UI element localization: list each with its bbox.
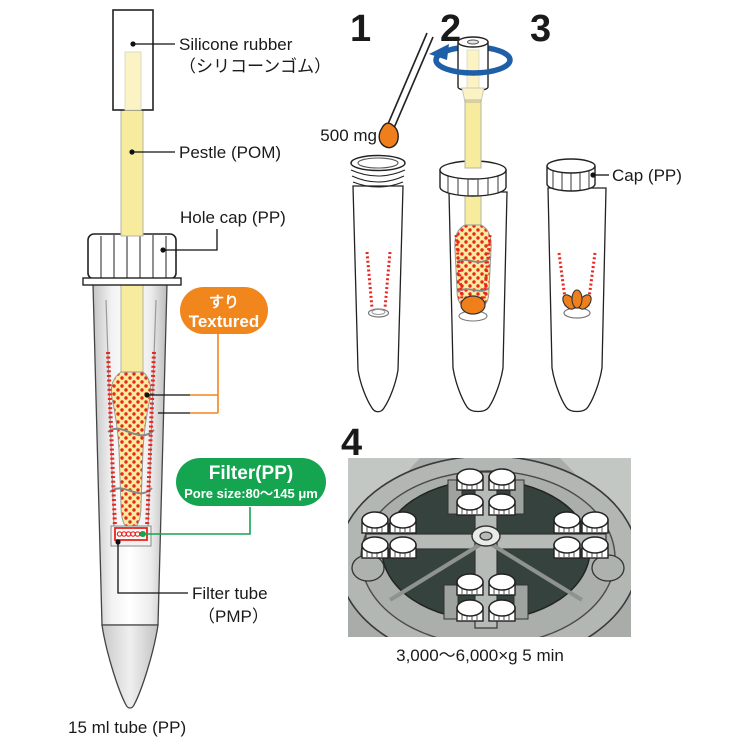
filter-tube-label-1: Filter tube bbox=[192, 584, 268, 603]
silicone-rubber-label: Silicone rubber bbox=[179, 35, 293, 54]
sample-blob bbox=[378, 122, 399, 149]
label-hole-cap: Hole cap (PP) bbox=[160, 208, 286, 253]
step2-pestle-in-silicone bbox=[466, 49, 480, 89]
step-2-number: 2 bbox=[440, 8, 461, 50]
step-3-number: 3 bbox=[530, 8, 551, 50]
filter-badge-title: Filter(PP) bbox=[209, 463, 293, 484]
pestle-shaft-upper bbox=[120, 107, 144, 237]
step2-filter-edge-right bbox=[482, 234, 492, 301]
step-4-number: 4 bbox=[341, 422, 362, 464]
step2-seam-2 bbox=[457, 287, 490, 293]
cap-label: Cap (PP) bbox=[612, 166, 682, 185]
step2-hole-cap-ribs bbox=[447, 174, 499, 196]
thread-3 bbox=[352, 181, 404, 188]
main-assembly: Silicone rubber （シリコーンゴム） Pestle (POM) H… bbox=[68, 9, 331, 737]
photo-corner-tl bbox=[348, 458, 420, 560]
label-silicone-rubber: Silicone rubber （シリコーンゴム） bbox=[130, 35, 331, 76]
pipette-line-2 bbox=[393, 36, 434, 129]
label-pestle: Pestle (POM) bbox=[129, 143, 281, 162]
texture-edge-right bbox=[145, 351, 156, 529]
step-1: 1 500 mg bbox=[320, 8, 434, 413]
label-cap: Cap (PP) bbox=[590, 166, 682, 185]
tube-label: 15 ml tube (PP) bbox=[68, 718, 186, 737]
filter-badge-pill bbox=[176, 458, 326, 506]
step2-filter-edge-left bbox=[454, 234, 464, 301]
thread-2 bbox=[351, 175, 405, 183]
textured-badge-pill bbox=[180, 287, 268, 334]
step3-sample-pellet bbox=[562, 289, 592, 310]
rotation-arrow-head bbox=[429, 44, 449, 60]
step3-cap-ribs bbox=[552, 171, 590, 191]
tube-cone bbox=[101, 624, 159, 709]
pestle-label: Pestle (POM) bbox=[179, 143, 281, 162]
textured-badge-jp: すり bbox=[209, 294, 239, 311]
step3-filter-bottom bbox=[563, 307, 591, 319]
step1-filter-bottom bbox=[367, 308, 390, 318]
rotor-knob-right bbox=[591, 554, 625, 582]
sample-amount-label: 500 mg bbox=[320, 126, 377, 145]
photo-corner-tr bbox=[560, 458, 631, 560]
texture-edge-left bbox=[106, 351, 117, 529]
step-2: 2 bbox=[429, 8, 513, 413]
hole-cap-flange bbox=[82, 277, 182, 286]
step1-filter-edge-left bbox=[365, 251, 374, 309]
rotor-knob-left bbox=[351, 554, 385, 582]
filter-tube-label-2: （PMP） bbox=[198, 607, 269, 626]
step-3: 3 Cap (PP) bbox=[530, 8, 682, 413]
step1-tube-body bbox=[352, 185, 404, 413]
centrifuge-caption: 3,000〜6,000×g 5 min bbox=[396, 646, 564, 665]
filter-tube-seam-1 bbox=[107, 427, 155, 437]
step-1-number: 1 bbox=[350, 8, 371, 50]
step3-cap-top bbox=[546, 158, 596, 174]
step2-pestle-shaft-upper bbox=[464, 101, 482, 169]
step2-sample bbox=[460, 295, 486, 315]
step1-filter-edge-right bbox=[383, 251, 392, 309]
rotation-arrow-front bbox=[433, 59, 513, 76]
pipette-line-1 bbox=[387, 32, 428, 125]
tube-cluster-south bbox=[443, 573, 529, 622]
filter-badge-subtitle: Pore size:80〜145 μm bbox=[184, 486, 318, 501]
thread-1 bbox=[350, 169, 406, 177]
centrifuge-photo bbox=[348, 458, 631, 637]
tube-cluster-north bbox=[447, 468, 525, 516]
step2-seam-1 bbox=[456, 257, 491, 263]
hole-cap-ribs bbox=[100, 235, 167, 278]
label-filter-tube: Filter tube （PMP） bbox=[115, 539, 269, 626]
step-4: 4 bbox=[341, 422, 631, 665]
filter-badge: Filter(PP) Pore size:80〜145 μm bbox=[140, 458, 326, 537]
textured-badge-en: Textured bbox=[189, 312, 260, 331]
hole-cap-label: Hole cap (PP) bbox=[180, 208, 286, 227]
silicone-rubber-label-jp: （シリコーンゴム） bbox=[179, 56, 331, 76]
silicone-hole bbox=[467, 39, 479, 45]
pestle-inside-silicone bbox=[124, 51, 142, 111]
pestle-shaft-lower bbox=[120, 283, 144, 375]
textured-badge: すり Textured bbox=[144, 287, 268, 414]
